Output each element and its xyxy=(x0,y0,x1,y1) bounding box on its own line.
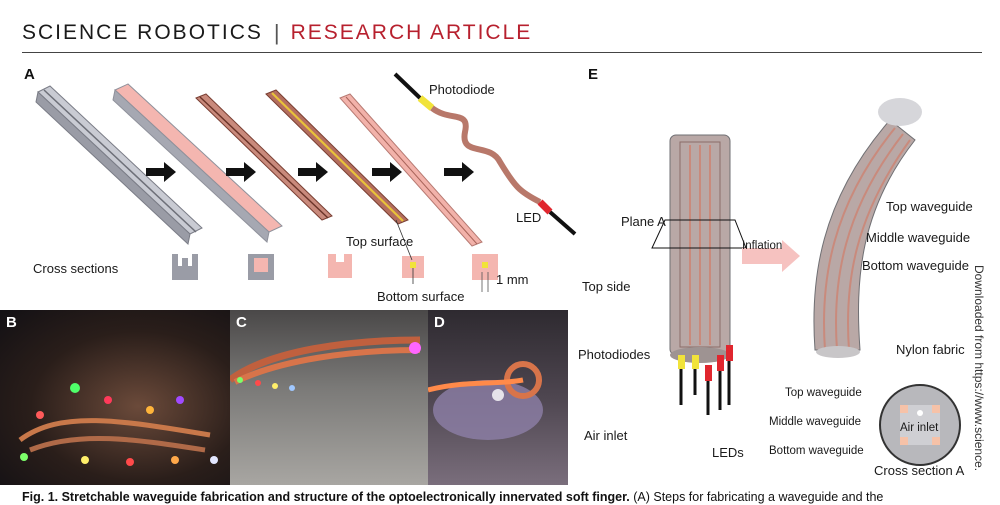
cross-section-a xyxy=(879,384,961,466)
label-cross-sections: Cross sections xyxy=(33,261,119,276)
legend-middle-waveguide: Middle waveguide xyxy=(769,416,862,428)
label-bottom-surface: Bottom surface xyxy=(377,289,465,304)
cross-section-icons xyxy=(172,219,498,292)
mold-rod xyxy=(35,85,203,245)
final-waveguide xyxy=(393,72,577,236)
label-top-side: Top side xyxy=(582,279,631,294)
panel-a-letter: A xyxy=(24,66,35,83)
panel-b-letter: B xyxy=(6,314,17,331)
label-leds: LEDs xyxy=(712,445,744,460)
cladding-rod xyxy=(195,93,333,221)
label-bottom-waveguide: Bottom waveguide xyxy=(862,258,969,273)
legend-top-waveguide: Top waveguide xyxy=(785,387,862,399)
label-top-waveguide: Top waveguide xyxy=(886,199,973,214)
figure-caption: Fig. 1. Stretchable waveguide fabricatio… xyxy=(22,490,982,504)
panel-e-illustration xyxy=(651,98,961,466)
label-led: LED xyxy=(516,210,542,225)
finger-leads xyxy=(678,345,733,415)
label-plane-a: Plane A xyxy=(621,214,666,229)
header-rule xyxy=(22,52,982,53)
photo-d-art xyxy=(428,361,543,440)
filled-mold-rod xyxy=(112,83,283,243)
download-watermark: Downloaded from https://www.science. xyxy=(972,265,986,472)
photo-b: B xyxy=(0,310,230,485)
panel-e-letter: E xyxy=(588,66,599,83)
label-dimension: 1 mm xyxy=(496,272,529,287)
journal-header: SCIENCE ROBOTICS | RESEARCH ARTICLE xyxy=(22,18,532,48)
label-inflation: Inflation xyxy=(742,240,783,252)
header-separator: | xyxy=(273,20,280,45)
label-middle-waveguide: Middle waveguide xyxy=(866,230,971,245)
legend-bottom-waveguide: Bottom waveguide xyxy=(769,445,864,457)
process-arrows xyxy=(146,162,474,182)
article-type: RESEARCH ARTICLE xyxy=(290,21,533,44)
coated-rod xyxy=(339,93,483,247)
label-photodiodes: Photodiodes xyxy=(578,347,651,362)
label-cross-section-a: Cross section A xyxy=(874,463,965,478)
caption-bold: Fig. 1. Stretchable waveguide fabricatio… xyxy=(22,490,630,504)
photo-c: C xyxy=(230,310,428,485)
caption-rest: (A) Steps for fabricating a waveguide an… xyxy=(629,490,884,504)
label-cs-air-inlet: Air inlet xyxy=(900,422,939,434)
panel-d-letter: D xyxy=(434,314,445,331)
photo-c-art xyxy=(230,336,421,391)
label-top-surface: Top surface xyxy=(346,234,414,249)
label-nylon-fabric: Nylon fabric xyxy=(896,342,965,357)
label-photodiode: Photodiode xyxy=(429,82,495,97)
core-rod xyxy=(265,89,409,225)
photo-b-art xyxy=(18,383,218,466)
photo-d: D xyxy=(428,310,568,485)
panel-c-letter: C xyxy=(236,314,247,331)
label-air-inlet: Air inlet xyxy=(584,428,628,443)
journal-name: SCIENCE ROBOTICS xyxy=(22,21,263,44)
inflation-arrow xyxy=(742,240,800,272)
curved-finger xyxy=(813,98,922,358)
panel-a-illustration xyxy=(35,72,577,292)
straight-finger xyxy=(669,134,731,363)
